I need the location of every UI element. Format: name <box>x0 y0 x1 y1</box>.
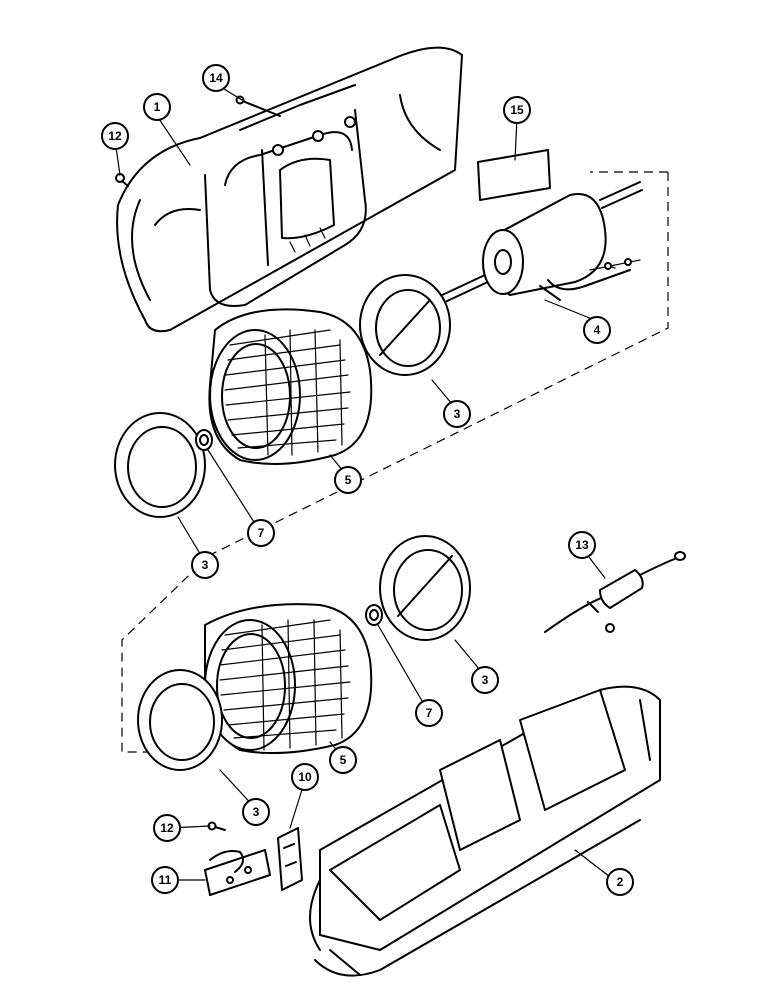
wheel-lower-blades <box>219 619 351 751</box>
terminal-board-spring <box>204 849 271 896</box>
callout-11: 11 <box>151 866 179 894</box>
wheel-upper-blades <box>224 329 351 456</box>
svg-text:12: 12 <box>108 129 122 143</box>
callout-3: 3 <box>242 798 270 826</box>
decal-label <box>477 149 551 201</box>
callout-3: 3 <box>191 551 219 579</box>
svg-text:3: 3 <box>202 558 209 572</box>
callout-1: 1 <box>143 93 171 121</box>
svg-text:15: 15 <box>510 103 524 117</box>
svg-text:14: 14 <box>209 71 223 85</box>
svg-text:12: 12 <box>160 821 174 835</box>
callout-10: 10 <box>291 763 319 791</box>
svg-text:10: 10 <box>298 770 312 784</box>
blower-wheel-upper <box>208 308 373 465</box>
clamp-upper <box>195 429 213 451</box>
dashed-group-upper <box>209 171 669 556</box>
blower-wheel-lower <box>204 603 373 755</box>
shroud-ring-upper-left <box>114 412 206 518</box>
svg-text:5: 5 <box>340 753 347 767</box>
callout-7: 7 <box>415 699 443 727</box>
svg-text:3: 3 <box>253 805 260 819</box>
svg-text:3: 3 <box>482 673 489 687</box>
shroud-ring-upper-right <box>359 274 451 376</box>
callout-5: 5 <box>329 746 357 774</box>
clamp-lower <box>365 604 383 626</box>
callout-15: 15 <box>503 96 531 124</box>
screw-top <box>235 95 281 117</box>
svg-text:7: 7 <box>258 526 265 540</box>
screw-left <box>115 173 129 187</box>
mounting-bracket <box>277 827 303 891</box>
shroud-ring-lower-right <box>379 535 471 641</box>
callout-4: 4 <box>583 316 611 344</box>
callout-13: 13 <box>568 531 596 559</box>
svg-text:5: 5 <box>345 473 352 487</box>
svg-text:3: 3 <box>454 407 461 421</box>
callout-2: 2 <box>606 868 634 896</box>
dashed-group-lower <box>121 554 211 753</box>
callout-7: 7 <box>247 519 275 547</box>
screw-lower <box>207 821 226 831</box>
svg-text:2: 2 <box>617 875 624 889</box>
callout-12: 12 <box>101 122 129 150</box>
callout-14: 14 <box>202 64 230 92</box>
wiring-harness-resistor <box>544 551 686 633</box>
blower-motor <box>439 181 643 303</box>
svg-text:11: 11 <box>159 873 172 887</box>
lower-housing <box>309 685 661 977</box>
svg-text:7: 7 <box>426 706 433 720</box>
callout-3: 3 <box>471 666 499 694</box>
svg-text:4: 4 <box>594 323 601 337</box>
callout-12: 12 <box>153 814 181 842</box>
callout-5: 5 <box>334 466 362 494</box>
shroud-ring-lower-left <box>137 669 223 771</box>
svg-text:13: 13 <box>575 538 589 552</box>
callout-3: 3 <box>443 400 471 428</box>
upper-housing-half <box>116 46 463 333</box>
svg-text:1: 1 <box>154 100 161 114</box>
